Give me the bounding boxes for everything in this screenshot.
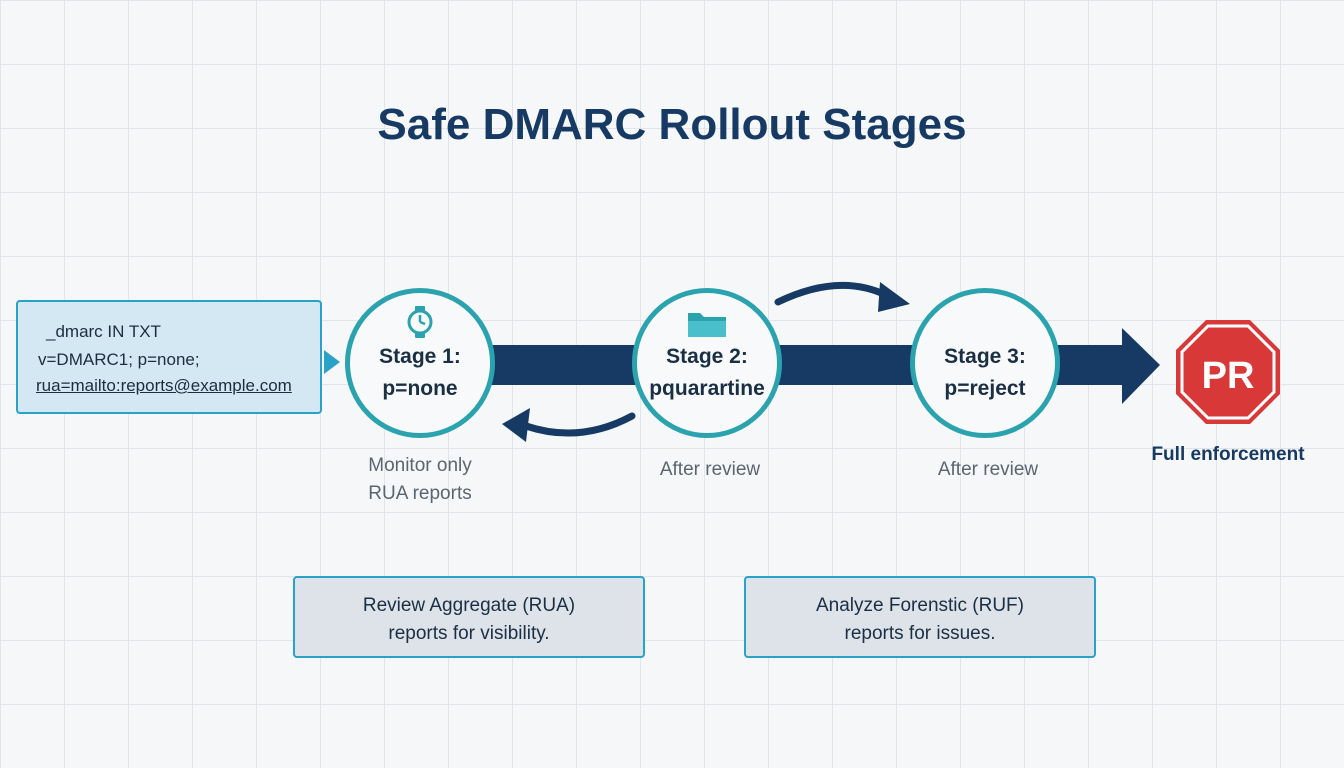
stage-3-policy: p=reject: [944, 377, 1026, 400]
stage-2-circle: Stage 2: pquarartine: [632, 288, 782, 438]
rua-note-line-2: reports for visibility.: [388, 623, 550, 644]
stage-1-circle: Stage 1: p=none: [345, 288, 495, 438]
rua-note-box: Review Aggregate (RUA) reports for visib…: [293, 576, 645, 658]
record-line-3: rua=mailto:reports@example.com: [36, 376, 292, 395]
curved-forward-arrow-head: [878, 282, 910, 312]
dns-record-box: _dmarc IN TXT v=DMARC1; p=none; rua=mail…: [16, 300, 322, 414]
ruf-note-box: Analyze Forenstic (RUF) reports for issu…: [744, 576, 1096, 658]
stop-sign-inner-border: [1180, 324, 1276, 420]
stage-3-caption: After review: [888, 456, 1088, 484]
stage-1-policy: p=none: [382, 377, 458, 400]
record-pointer: [324, 350, 340, 374]
rua-note-line-1: Review Aggregate (RUA): [362, 595, 576, 616]
stage-3-circle: Stage 3: p=reject: [910, 288, 1060, 438]
main-arrow-head: [1122, 328, 1160, 404]
folder-icon: [686, 309, 728, 344]
curved-back-arrow-head: [502, 408, 530, 442]
stage-2-policy: pquarartine: [649, 377, 765, 400]
stage-3-caption-line-1: After review: [937, 459, 1039, 480]
stage-1-caption-line-2: RUA reports: [368, 483, 472, 504]
record-line-2: v=DMARC1; p=none;: [38, 350, 200, 369]
stage-2-caption-line-1: After review: [659, 459, 761, 480]
stage-1-caption-line-1: Monitor only: [368, 455, 472, 476]
stop-sign-text: PR: [1202, 355, 1255, 397]
ruf-note-line-2: reports for issues.: [844, 623, 996, 644]
stop-sign-icon: [1176, 320, 1280, 424]
curved-back-arrow: [522, 412, 636, 437]
full-enforcement-label: Full enforcement: [1151, 444, 1305, 465]
diagram-title: Safe DMARC Rollout Stages: [377, 100, 967, 149]
stage-3-label: Stage 3:: [944, 345, 1026, 368]
stage-1-caption: Monitor only RUA reports: [320, 452, 520, 508]
curved-forward-arrow: [774, 281, 892, 306]
stage-1-label: Stage 1:: [379, 345, 461, 368]
ruf-note-line-1: Analyze Forenstic (RUF): [816, 595, 1024, 616]
stage-2-caption: After review: [610, 456, 810, 484]
stage-2-label: Stage 2:: [666, 345, 748, 368]
clock-icon: [404, 305, 436, 344]
record-line-1: _dmarc IN TXT: [46, 322, 161, 341]
